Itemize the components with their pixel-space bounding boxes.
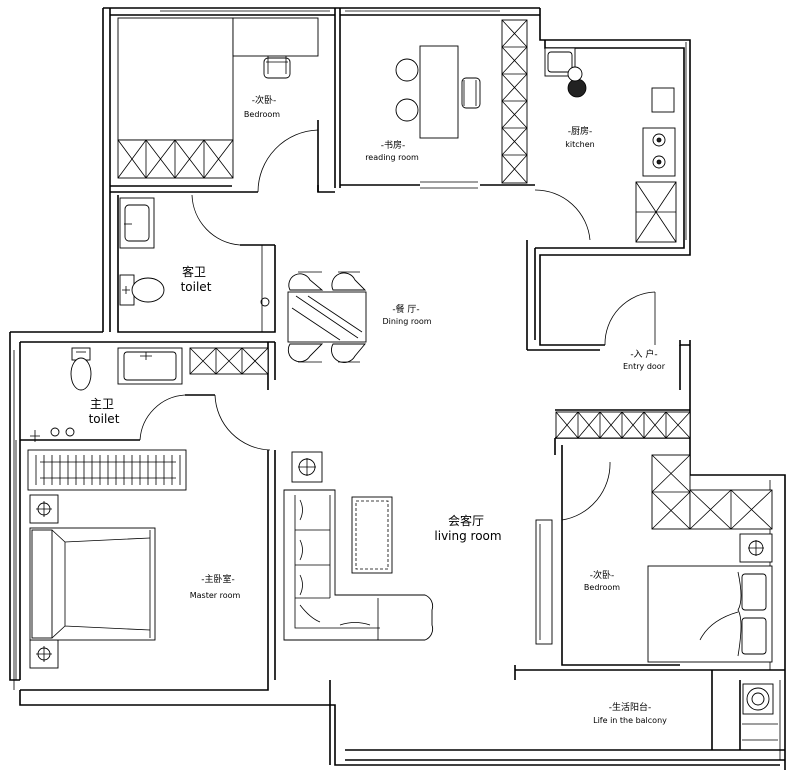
balcony-en-label: Life in the balcony [593, 716, 667, 725]
living-room-en-label: living room [434, 529, 501, 543]
kitchen-en-label: kitchen [565, 140, 594, 149]
bedroom-right-en-label: Bedroom [584, 583, 620, 592]
dining-en-label: Dining room [382, 317, 431, 326]
right-bedroom-furniture [535, 411, 773, 663]
kitchen-cn-label: -厨房- [568, 125, 593, 137]
balcony-fixtures [742, 683, 778, 741]
reading-room-furniture [395, 19, 528, 184]
master-bedroom-furniture [27, 449, 187, 669]
guest-toilet-cn-label: 客卫 [182, 264, 206, 279]
guest-toilet-en-label: toilet [181, 280, 212, 294]
bedroom-top-cn-label: -次卧- [252, 94, 277, 106]
master-room-en-label: Master room [190, 591, 241, 600]
guest-toilet-fixtures [119, 197, 270, 332]
living-room-cn-label: 会客厅 [448, 513, 484, 528]
bedroom-right-cn-label: -次卧- [590, 569, 615, 581]
room-labels: -次卧- Bedroom -书房- reading room -厨房- kitc… [89, 94, 668, 725]
entry-cn-label: -入 户- [630, 348, 657, 360]
reading-room-cn-label: -书房- [381, 139, 406, 151]
master-room-cn-label: -主卧室- [201, 573, 235, 585]
dining-cn-label: -餐 厅- [392, 303, 419, 315]
balcony-cn-label: -生活阳台- [609, 701, 652, 713]
door-swings [139, 129, 656, 521]
master-toilet-cn-label: 主卫 [90, 397, 114, 411]
upper-bedroom-furniture [117, 17, 319, 179]
entry-en-label: Entry door [623, 362, 666, 371]
master-toilet-fixtures [30, 347, 269, 442]
reading-room-en-label: reading room [365, 153, 419, 162]
master-toilet-en-label: toilet [89, 412, 120, 426]
bedroom-top-en-label: Bedroom [244, 110, 280, 119]
living-room-furniture [283, 451, 434, 641]
dining-furniture [287, 271, 367, 363]
kitchen-furniture [544, 47, 677, 243]
